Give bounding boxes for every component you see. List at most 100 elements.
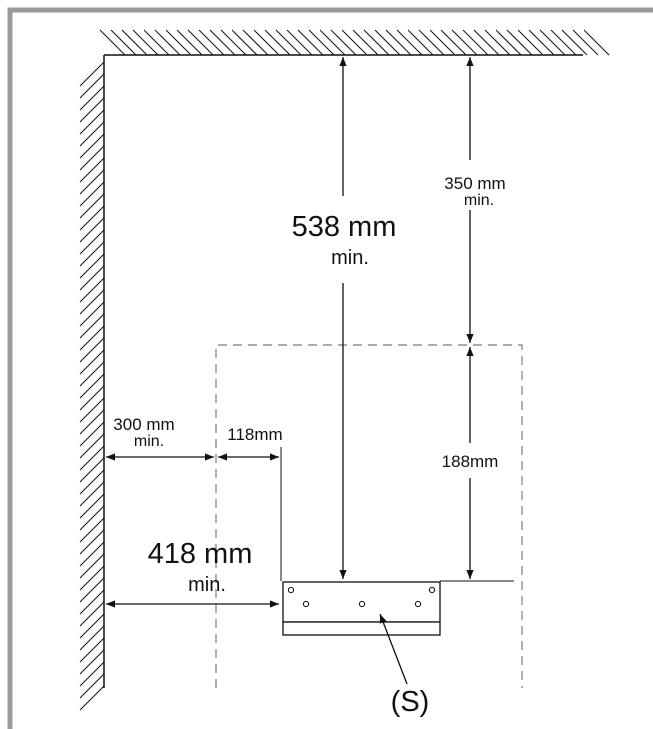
- ceiling-hatch-line: [253, 29, 280, 56]
- wall-hatch-line: [79, 325, 105, 351]
- wall-hatch-line: [79, 217, 105, 243]
- ceiling-hatch-line: [99, 29, 126, 56]
- ceiling-hatch-line: [110, 29, 137, 56]
- wall-hatch-line: [79, 241, 105, 267]
- wall-hatch-line: [79, 193, 105, 219]
- wall-hatch: [79, 61, 105, 711]
- ceiling-hatch-line: [198, 29, 225, 56]
- wall-hatch-line: [79, 601, 105, 627]
- wall-hatch-line: [79, 505, 105, 531]
- offset-value: 118mm: [227, 425, 282, 444]
- ceiling-hatch-line: [418, 29, 445, 56]
- ceiling-hatch-line: [154, 29, 181, 56]
- wall-hatch-line: [79, 277, 105, 303]
- ceiling-hatch-line: [286, 29, 313, 56]
- ceiling-hatch-line: [242, 29, 269, 56]
- ceiling-hatch-line: [561, 29, 588, 56]
- wall-hatch-line: [79, 205, 105, 231]
- ceiling-hatch-line: [572, 29, 599, 56]
- wall-hatch-line: [79, 613, 105, 639]
- ceiling-hatch-line: [517, 29, 544, 56]
- ceiling-hatch-line: [143, 29, 170, 56]
- wall-hatch-line: [79, 97, 105, 123]
- wall-hatch-line: [79, 181, 105, 207]
- ceiling-hatch-line: [319, 29, 346, 56]
- wall-hatch-line: [79, 349, 105, 375]
- wall-hatch-line: [79, 565, 105, 591]
- ceiling-hatch-line: [473, 29, 500, 56]
- bracket-hole: [428, 586, 436, 594]
- ceiling-hatch-line: [484, 29, 511, 56]
- ceiling-hatch-line: [352, 29, 379, 56]
- wall-hatch-line: [79, 229, 105, 255]
- total-height-qualifier: min.: [331, 247, 369, 269]
- ceiling-hatch-line: [440, 29, 467, 56]
- ceiling-hatch-line: [297, 29, 324, 56]
- wall-hatch-line: [79, 373, 105, 399]
- wall-hatch-line: [79, 73, 105, 99]
- wall-hatch-line: [79, 661, 105, 687]
- wall-hatch-line: [79, 589, 105, 615]
- wall-hatch-line: [79, 121, 105, 147]
- wall-hatch-line: [79, 445, 105, 471]
- wall-hatch-line: [79, 553, 105, 579]
- ceiling-hatch-line: [165, 29, 192, 56]
- ceiling-hatch-line: [583, 29, 610, 56]
- wall-hatch-line: [79, 385, 105, 411]
- ceiling-hatch-line: [187, 29, 214, 56]
- top-clearance-value: 350 mm: [444, 174, 505, 193]
- ceiling-hatch-line: [462, 29, 489, 56]
- ceiling-hatch-line: [264, 29, 291, 56]
- wall-hatch-line: [79, 637, 105, 663]
- ceiling-hatch-line: [330, 29, 357, 56]
- total-height-value: 538 mm: [292, 211, 397, 243]
- wall-hatch-line: [79, 289, 105, 315]
- wall-hatch-line: [79, 361, 105, 387]
- wall-hatch-line: [79, 313, 105, 339]
- ceiling-hatch-line: [429, 29, 456, 56]
- ceiling-hatch-line: [528, 29, 555, 56]
- ceiling-hatch-line: [176, 29, 203, 56]
- wall-hatch-line: [79, 133, 105, 159]
- ceiling-hatch-line: [341, 29, 368, 56]
- ceiling-hatch-line: [308, 29, 335, 56]
- wall-clearance-value: 300 mm: [113, 415, 174, 434]
- bracket-hole: [287, 586, 295, 594]
- wall-hatch-line: [79, 85, 105, 111]
- wall-hatch-line: [79, 457, 105, 483]
- wall-hatch-line: [79, 61, 105, 87]
- wall-hatch-line: [79, 421, 105, 447]
- ceiling-hatch-line: [506, 29, 533, 56]
- ceiling-hatch-line: [550, 29, 577, 56]
- wall-hatch-line: [79, 529, 105, 555]
- ceiling-hatch-line: [132, 29, 159, 56]
- mounting-bracket: [282, 581, 441, 636]
- ceiling-hatch-line: [231, 29, 258, 56]
- wall-hatch-line: [79, 157, 105, 183]
- wall-hatch-line: [79, 433, 105, 459]
- unit-height-value: 188mm: [442, 452, 499, 471]
- wall-hatch-line: [79, 397, 105, 423]
- wall-hatch-line: [79, 625, 105, 651]
- bracket-hole: [302, 600, 310, 608]
- wall-hatch-line: [79, 301, 105, 327]
- ceiling-hatch-line: [407, 29, 434, 56]
- wall-hatch-line: [79, 577, 105, 603]
- wall-hatch-line: [79, 169, 105, 195]
- ceiling-hatch-line: [209, 29, 236, 56]
- bracket-hole: [414, 600, 422, 608]
- wall-hatch-line: [79, 265, 105, 291]
- wall-hatch-line: [79, 481, 105, 507]
- ceiling-hatch-line: [451, 29, 478, 56]
- ceiling-hatch-line: [539, 29, 566, 56]
- wall-hatch-line: [79, 493, 105, 519]
- total-width-qualifier: min.: [188, 574, 226, 596]
- total-width-value: 418 mm: [148, 538, 253, 570]
- ceiling-hatch-line: [363, 29, 390, 56]
- ceiling-hatch-line: [275, 29, 302, 56]
- ceiling-hatch-line: [495, 29, 522, 56]
- wall-clearance-qualifier: min.: [134, 433, 164, 450]
- ceiling-hatch: [99, 29, 610, 56]
- wall-hatch-line: [79, 517, 105, 543]
